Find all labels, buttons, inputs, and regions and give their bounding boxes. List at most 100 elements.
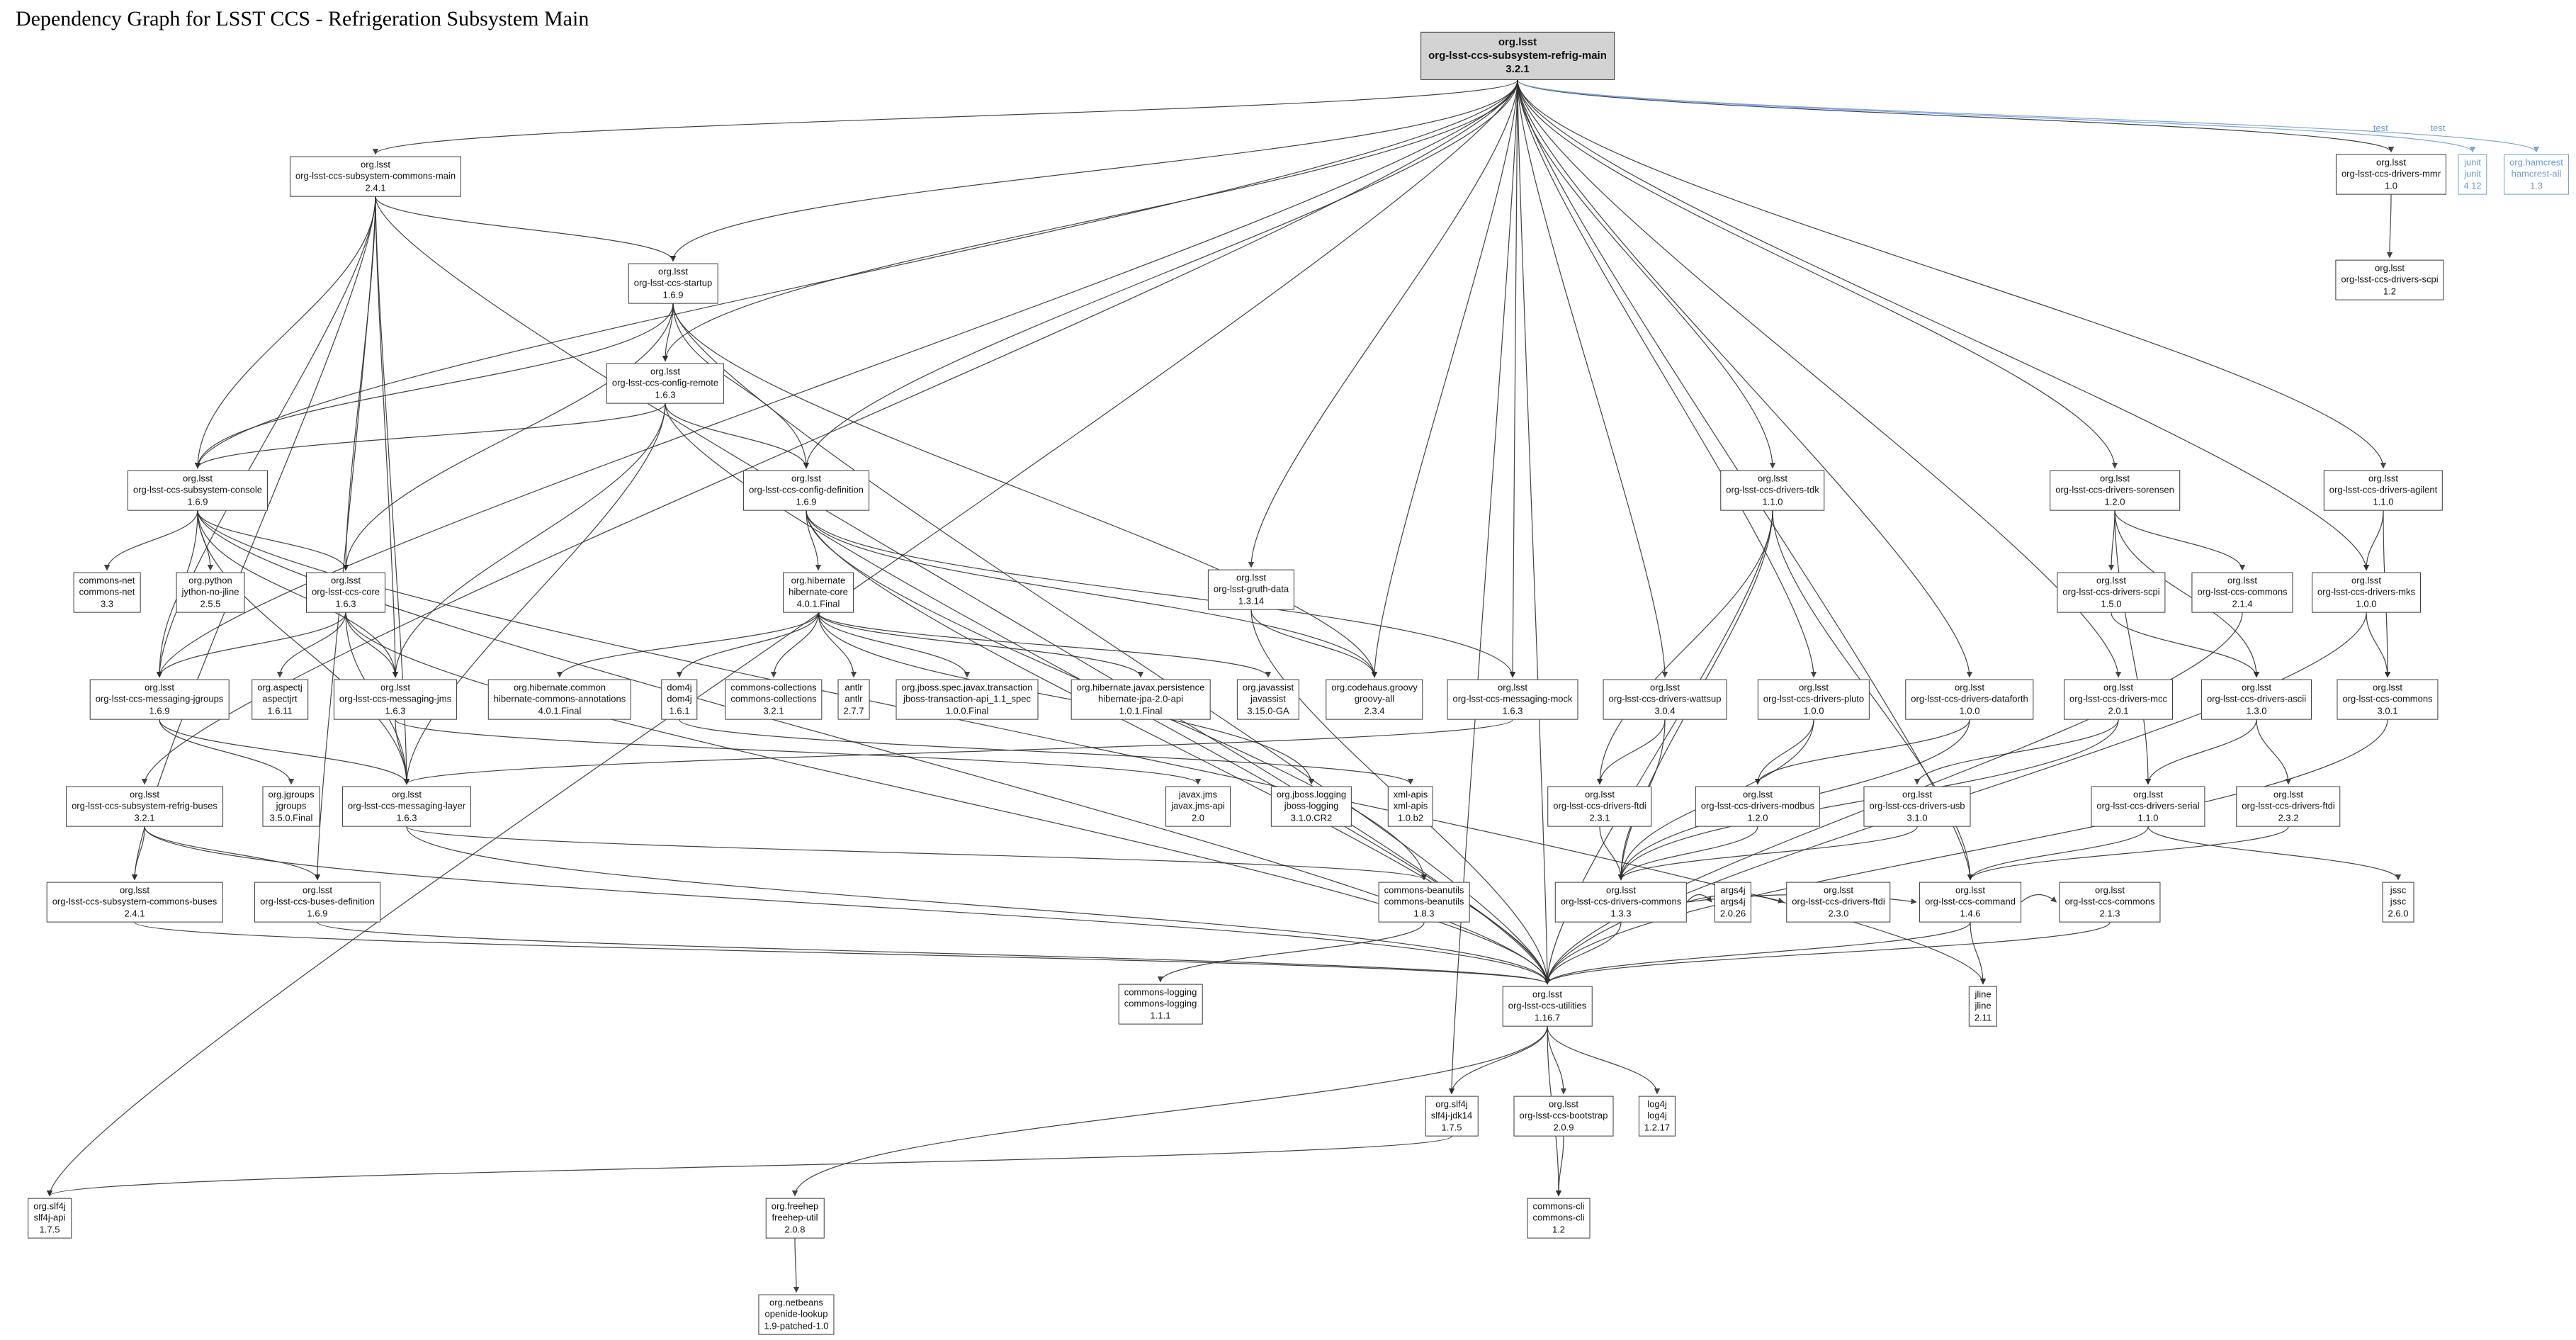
edge-messaging_layer-to-commons_beanutils [406, 826, 1427, 881]
edge-ccs_core-to-messaging_jms [345, 612, 399, 678]
node-label-line: org.lsst [2273, 789, 2303, 800]
node-label-line: org.lsst [1955, 884, 1985, 896]
node-label-line: org.jboss.spec.javax.transaction [901, 682, 1033, 693]
node-label-line: 3.5.0.Final [269, 812, 313, 823]
node-label-line: org-lsst-ccs-drivers-mcc [2069, 693, 2167, 704]
node-label-line: hamcrest-all [2511, 168, 2562, 179]
node-label-line: org.lsst [2242, 682, 2271, 693]
node-label-line: org-lsst-ccs-drivers-agilent [2329, 484, 2438, 495]
node-label-line: org.lsst [1498, 682, 1527, 693]
node-label-line: 1.6.9 [796, 496, 817, 507]
node-label-line: 1.0.0 [2356, 598, 2377, 609]
node-label-line: jython-no-jline [181, 586, 239, 597]
node-label-line: 3.3 [100, 598, 114, 609]
node-label-line: org.python [188, 575, 232, 586]
node-label-line: org-lsst-ccs-drivers-tdk [1726, 484, 1819, 495]
node-label-line: 4.0.1.Final [538, 705, 582, 716]
edge-slf4j_jdk14-to-slf4j_api [47, 1136, 1452, 1197]
node-label-line: org.hibernate.javax.persistence [1076, 682, 1205, 693]
node-label-line: 1.0 [2384, 180, 2398, 191]
node-label-line: 1.1.0 [1762, 496, 1783, 507]
edge-drivers_ascii-to-drivers_ftdi_232 [2256, 719, 2292, 785]
node-label-line: org-lsst-ccs-drivers-wattsup [1608, 693, 1722, 704]
edge-ccs_core-to-utilities [345, 612, 1551, 985]
node-label-line: jssc [2390, 884, 2407, 896]
node-label-line: 2.5.5 [200, 598, 221, 609]
node-label-line: org.lsst [1824, 884, 1853, 896]
node-label-line: 3.1.0.CR2 [1290, 812, 1333, 823]
node-label-line: commons-cli [1532, 1200, 1585, 1212]
node-label-line: 1.6.3 [335, 598, 356, 609]
edge-messaging_layer-to-utilities [406, 826, 1551, 985]
node-label-line: org.hibernate [791, 575, 846, 586]
edge-drivers_tdk-to-drivers_ftdi_231 [1596, 510, 1773, 785]
node-label-line: 1.3.0 [2246, 705, 2267, 716]
node-label-line: org.lsst [1606, 884, 1636, 896]
edge-drivers_wattsup-to-drivers_ftdi_231 [1596, 719, 1666, 785]
edge-refrig_main-to-messaging_jgroups [156, 79, 1518, 678]
edge-command-to-utilities [1544, 922, 1971, 985]
node-label-line: 2.3.2 [2278, 812, 2299, 823]
node-label-line: org.lsst [791, 473, 821, 484]
edge-utilities-to-log4j [1547, 1026, 1661, 1095]
edge-buses_definition-to-utilities [317, 922, 1550, 985]
node-label-line: org-lsst-ccs-drivers-ascii [2206, 693, 2307, 704]
edge-commons_main-to-startup [375, 196, 677, 262]
edge-refrig_main-to-drivers_dataforth [1517, 79, 1973, 678]
node-label-line: 2.4.1 [365, 182, 386, 193]
edge-console-to-commons_net [103, 510, 198, 571]
edge-refrig_main-to-hamcrest [1517, 79, 2539, 153]
node-label-line: hibernate-commons-annotations [493, 693, 626, 704]
node-label-line: org-lsst-ccs-config-definition [749, 484, 864, 495]
node-label-line: 1.2 [2383, 286, 2397, 297]
node-label-line: org.lsst [1585, 789, 1615, 800]
node-label-line: 3.0.4 [1654, 705, 1676, 716]
node-label-line: org-lsst-ccs-buses-definition [260, 896, 375, 907]
edge-drivers_commons-to-args4j [1686, 894, 1712, 903]
node-label-line: org-lsst-ccs-utilities [1508, 1000, 1587, 1011]
node-label-line: org-lsst-ccs-bootstrap [1519, 1110, 1608, 1121]
node-label-line: org.slf4j [1435, 1098, 1468, 1110]
node-label-line: 1.6.3 [396, 812, 417, 823]
node-label-line: jgroups [276, 800, 307, 811]
node-label-line: org-lsst-ccs-drivers-serial [2096, 800, 2200, 811]
node-label-line: jboss-transaction-api_1.1_spec [903, 693, 1031, 704]
edge-config_definition-to-messaging_mock [806, 510, 1516, 678]
edge-drivers_modbus-to-drivers_commons [1617, 826, 1758, 881]
edge-hibernate_core-to-hibernate_annotations [556, 612, 819, 678]
node-label-line: org.lsst [1498, 35, 1537, 48]
edge-command-to-ccs_commons_213 [2021, 894, 2057, 903]
node-label-line: org.lsst [380, 682, 410, 693]
node-label-line: 1.6.9 [187, 496, 208, 507]
node-label-line: 2.0.9 [1553, 1122, 1574, 1133]
node-label-line: 2.0.8 [784, 1224, 806, 1235]
node-label-line: org.lsst [2373, 682, 2402, 693]
edge-bootstrap-to-commons_cli [1555, 1136, 1564, 1197]
node-label-line: jboss-logging [1284, 800, 1339, 811]
node-label-line: org-lsst-ccs-drivers-modbus [1700, 800, 1815, 811]
node-label-line: jline [1975, 1000, 1992, 1011]
node-label-line: 2.3.4 [1364, 705, 1385, 716]
node-label-line: org.lsst [331, 575, 361, 586]
node-label-line: org.lsst [2100, 473, 2130, 484]
edge-refrig_main-to-drivers_mcc [1517, 79, 2122, 678]
node-label-line: 1.6.9 [307, 908, 328, 919]
node-label-line: org-lsst-ccs-subsystem-refrig-buses [72, 800, 218, 811]
node-label-line: org.aspectj [257, 682, 303, 693]
edge-config_remote-to-console [194, 403, 666, 469]
edge-console-to-utilities [197, 510, 1551, 985]
node-label-line: org-lsst-ccs-subsystem-refrig-main [1428, 49, 1607, 62]
